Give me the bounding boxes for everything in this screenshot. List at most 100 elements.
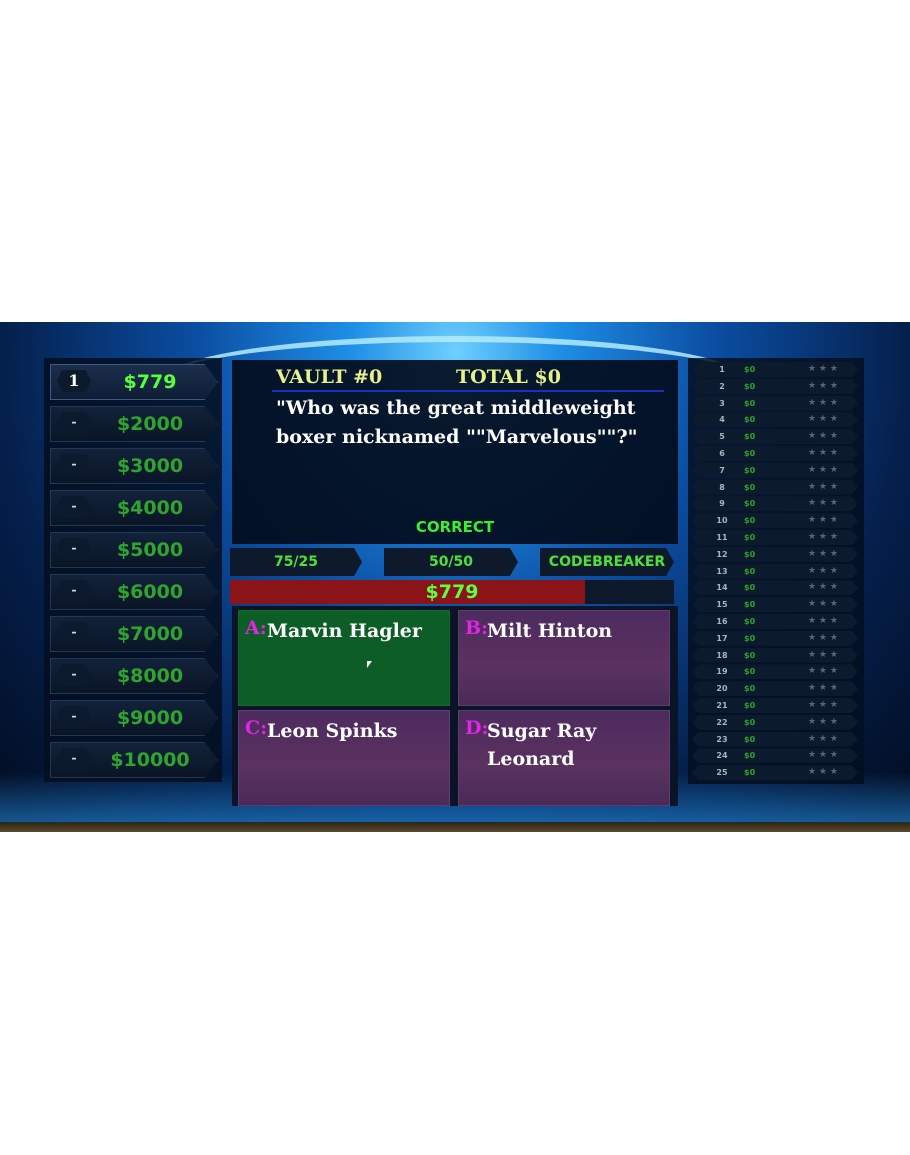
player-row: 12$0★ ★ ★ <box>692 546 858 562</box>
player-number: 5 <box>719 432 725 442</box>
player-number: 8 <box>719 482 725 492</box>
player-amount: $0 <box>744 617 756 626</box>
player-amount: $0 <box>744 717 756 727</box>
player-row: 16$0★ ★ ★ <box>692 614 858 629</box>
player-amount: $0 <box>744 701 756 710</box>
ladder-rung-number: - <box>57 580 91 602</box>
winnings-bar: $779 <box>230 580 674 604</box>
ladder-rung-amount: $10000 <box>110 749 190 771</box>
player-amount: $0 <box>744 482 756 492</box>
player-number: 23 <box>716 734 728 744</box>
player-amount: $0 <box>744 768 756 778</box>
player-amount: $0 <box>744 398 756 408</box>
player-amount: $0 <box>744 734 756 744</box>
answer-letter: A: <box>245 617 267 639</box>
player-amount: $0 <box>744 415 756 425</box>
lifeline-codebreaker-button[interactable]: CODEBREAKER <box>540 548 674 576</box>
ladder-rung-amount: $9000 <box>116 707 184 729</box>
player-row: 15$0★ ★ ★ <box>692 597 858 613</box>
star-rating-icon: ★ ★ ★ <box>808 532 838 542</box>
ladder-rung: - $6000 <box>50 574 218 610</box>
star-rating-icon: ★ ★ ★ <box>808 716 838 727</box>
ladder-rung: - $8000 <box>50 658 218 694</box>
player-row: 6$0★ ★ ★ <box>692 446 858 461</box>
player-row: 24$0★ ★ ★ <box>692 748 858 764</box>
answer-b-button[interactable]: B: Milt Hinton <box>458 610 670 706</box>
player-row: 11 $0 ★ ★ ★ <box>692 530 858 545</box>
lifeline-75-25-button[interactable]: 75/25 <box>230 548 362 576</box>
vault-label: VAULT #0 <box>276 366 383 388</box>
star-rating-icon: ★ ★ ★ <box>808 515 838 526</box>
player-amount: $0 <box>744 499 756 509</box>
star-rating-icon: ★ ★ ★ <box>808 582 838 593</box>
ladder-rung-number: - <box>57 538 91 560</box>
player-amount: $0 <box>744 365 756 374</box>
star-rating-icon: ★ ★ ★ <box>808 649 838 660</box>
answer-letter: D: <box>465 717 489 739</box>
ladder-rung: - $7000 <box>50 616 218 652</box>
player-amount: $0 <box>744 583 756 593</box>
star-rating-icon: ★ ★ ★ <box>808 364 838 374</box>
ladder-rung-amount: $6000 <box>116 581 184 603</box>
player-number: 20 <box>716 684 728 694</box>
player-number: 21 <box>716 701 728 710</box>
answer-a-button[interactable]: A: Marvin Hagler <box>238 610 450 706</box>
player-row: 22 $0 ★ ★ ★ <box>692 714 858 730</box>
ladder-rung: - $2000 <box>50 406 218 442</box>
player-amount: $0 <box>744 533 756 542</box>
player-amount: $0 <box>744 650 756 660</box>
player-amount: $0 <box>744 633 756 643</box>
player-row: 5$0★ ★ ★ <box>692 429 858 445</box>
star-rating-icon: ★ ★ ★ <box>808 481 838 492</box>
star-rating-icon: ★ ★ ★ <box>808 548 838 559</box>
ladder-rung: - $3000 <box>50 448 218 484</box>
ladder-rung-number: - <box>57 748 91 770</box>
star-rating-icon: ★ ★ ★ <box>808 498 838 509</box>
star-rating-icon: ★ ★ ★ <box>808 448 838 458</box>
ladder-rung-number: - <box>57 706 91 728</box>
player-number: 13 <box>716 566 728 576</box>
player-row: 13$0★ ★ ★ <box>692 563 858 579</box>
answer-text: Leon Spinks <box>267 720 398 742</box>
star-rating-icon: ★ ★ ★ <box>808 683 838 694</box>
player-number: 19 <box>716 667 728 677</box>
player-number: 7 <box>719 465 725 475</box>
ladder-rung-number: - <box>57 454 91 476</box>
game-screen: 1 $779 - $2000 - $3000 - $4000 - $5000 -… <box>0 322 910 832</box>
answer-letter: C: <box>245 717 268 739</box>
player-row: 2$0★ ★ ★ <box>692 378 858 394</box>
player-number: 11 <box>716 533 728 542</box>
star-rating-icon: ★ ★ ★ <box>808 616 838 626</box>
star-rating-icon: ★ ★ ★ <box>808 414 838 425</box>
player-number: 22 <box>716 717 728 727</box>
answer-c-button[interactable]: C: Leon Spinks <box>238 710 450 806</box>
ladder-rung: 1 $779 <box>50 364 218 400</box>
player-number: 17 <box>716 633 728 643</box>
question-text: "Who was the great middleweight boxer ni… <box>276 397 638 448</box>
winnings-amount: $779 <box>425 581 479 603</box>
star-rating-icon: ★ ★ ★ <box>808 750 838 761</box>
player-amount: $0 <box>744 449 756 458</box>
star-rating-icon: ★ ★ ★ <box>808 464 838 475</box>
ladder-rung-amount: $7000 <box>116 623 184 645</box>
star-rating-icon: ★ ★ ★ <box>808 632 838 643</box>
player-number: 24 <box>716 751 728 761</box>
answer-status: CORRECT <box>415 518 495 536</box>
player-number: 25 <box>716 768 728 778</box>
lifeline-50-50-button[interactable]: 50/50 <box>384 548 518 576</box>
answer-d-button[interactable]: D: Sugar Ray Leonard <box>458 710 670 806</box>
player-number: 10 <box>716 516 728 526</box>
ladder-rung-amount: $779 <box>123 371 177 393</box>
player-row: 17 $0 ★ ★ ★ <box>692 630 858 646</box>
player-row: 14$0★ ★ ★ <box>692 580 858 596</box>
star-rating-icon: ★ ★ ★ <box>808 767 838 778</box>
player-row: 25 $0 ★ ★ ★ <box>692 765 858 781</box>
player-amount: $0 <box>744 516 756 526</box>
ladder-rung-number: - <box>57 622 91 644</box>
star-rating-icon: ★ ★ ★ <box>808 397 838 408</box>
ladder-rung-amount: $8000 <box>116 665 184 687</box>
player-amount: $0 <box>744 465 756 475</box>
ladder-rung: - $5000 <box>50 532 218 568</box>
player-row: 18$0★ ★ ★ <box>692 647 858 663</box>
player-number: 3 <box>719 398 725 408</box>
